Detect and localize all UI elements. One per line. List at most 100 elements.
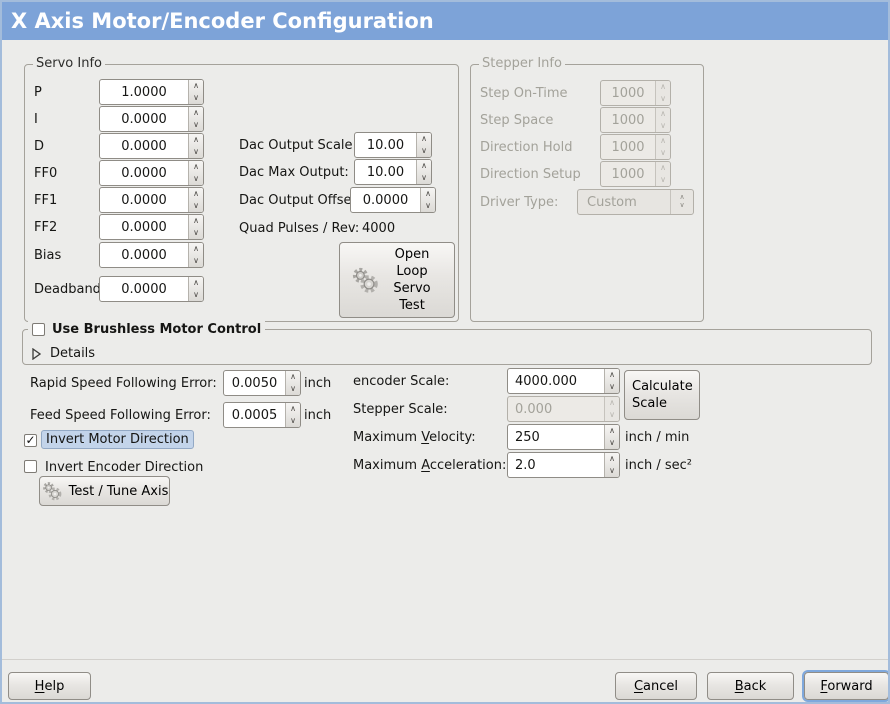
max-velocity-unit: inch / min <box>625 430 690 445</box>
spin-up-icon[interactable]: ∧ <box>193 278 199 287</box>
spin-up-icon[interactable]: ∧ <box>609 426 615 435</box>
spin-down-icon[interactable]: ∨ <box>609 466 615 475</box>
spin-buttons[interactable]: ∧∨ <box>416 160 431 184</box>
spin-down-icon[interactable]: ∨ <box>193 120 199 129</box>
use-brushless-checkbox[interactable] <box>32 323 45 336</box>
max-acceleration-spinbox[interactable]: 2.0 ∧∨ <box>507 452 620 478</box>
details-expander[interactable]: Details <box>50 346 96 361</box>
spin-buttons[interactable]: ∧∨ <box>604 425 619 449</box>
use-brushless-checkbox-row[interactable]: Use Brushless Motor Control <box>28 321 266 338</box>
spin-up-icon[interactable]: ∧ <box>193 162 199 171</box>
spin-up-icon[interactable]: ∧ <box>193 135 199 144</box>
spin-buttons[interactable]: ∧∨ <box>188 107 203 131</box>
open-loop-servo-test-button[interactable]: Open Loop Servo Test <box>339 242 455 318</box>
invert-motor-checkbox[interactable]: ✓ <box>24 434 37 447</box>
spin-down-icon[interactable]: ∨ <box>193 256 199 265</box>
spin-buttons[interactable]: ∧∨ <box>188 161 203 185</box>
servo-ff2-spinbox[interactable]: 0.0000 ∧∨ <box>99 214 204 240</box>
servo-i-spinbox[interactable]: 0.0000 ∧∨ <box>99 106 204 132</box>
direction-hold-value: 1000 <box>611 139 645 155</box>
direction-setup-value: 1000 <box>611 166 645 182</box>
spin-buttons[interactable]: ∧∨ <box>285 403 300 427</box>
help-button[interactable]: Help <box>8 672 91 700</box>
spin-down-icon[interactable]: ∨ <box>290 384 296 393</box>
back-label: Back <box>734 678 767 694</box>
checkmark-icon: ✓ <box>25 433 36 447</box>
invert-encoder-label[interactable]: Invert Encoder Direction <box>45 460 204 475</box>
footer-divider <box>2 659 888 660</box>
spin-up-icon[interactable]: ∧ <box>193 189 199 198</box>
spin-buttons[interactable]: ∧∨ <box>188 277 203 301</box>
cancel-button[interactable]: Cancel <box>615 672 697 700</box>
servo-bias-spinbox[interactable]: 0.0000 ∧∨ <box>99 242 204 268</box>
spin-up-icon: ∧ <box>609 398 615 407</box>
spin-buttons[interactable]: ∧∨ <box>285 371 300 395</box>
spin-buttons[interactable]: ∧∨ <box>188 188 203 212</box>
spin-down-icon[interactable]: ∨ <box>193 290 199 299</box>
spin-down-icon[interactable]: ∨ <box>193 228 199 237</box>
servo-p-spinbox[interactable]: 1.0000 ∧∨ <box>99 79 204 105</box>
servo-d-label: D <box>34 139 45 154</box>
spin-up-icon[interactable]: ∧ <box>193 244 199 253</box>
invert-motor-label[interactable]: Invert Motor Direction <box>41 430 194 449</box>
spin-up-icon[interactable]: ∧ <box>609 370 615 379</box>
servo-deadband-spinbox[interactable]: 0.0000 ∧∨ <box>99 276 204 302</box>
spin-down-icon[interactable]: ∨ <box>609 438 615 447</box>
expander-arrow-icon[interactable] <box>32 348 41 360</box>
calculate-scale-button[interactable]: Calculate Scale <box>624 370 700 420</box>
servo-ff0-spinbox[interactable]: 0.0000 ∧∨ <box>99 160 204 186</box>
servo-deadband-label: Deadband <box>34 282 101 297</box>
spin-down-icon[interactable]: ∨ <box>421 146 427 155</box>
servo-ff0-label: FF0 <box>34 166 58 181</box>
invert-encoder-checkbox[interactable] <box>24 460 37 473</box>
rapid-following-error-spinbox[interactable]: 0.0050 ∧∨ <box>223 370 301 396</box>
back-button[interactable]: Back <box>707 672 794 700</box>
spin-buttons[interactable]: ∧∨ <box>604 453 619 477</box>
spin-buttons[interactable]: ∧∨ <box>188 243 203 267</box>
servo-ff1-spinbox[interactable]: 0.0000 ∧∨ <box>99 187 204 213</box>
gears-icon <box>42 482 61 501</box>
spin-buttons[interactable]: ∧∨ <box>604 369 619 393</box>
spin-up-icon[interactable]: ∧ <box>421 161 427 170</box>
help-label: Help <box>34 678 65 694</box>
spin-buttons[interactable]: ∧∨ <box>188 80 203 104</box>
spin-up-icon[interactable]: ∧ <box>609 454 615 463</box>
encoder-scale-spinbox[interactable]: 4000.000 ∧∨ <box>507 368 620 394</box>
feed-following-error-spinbox[interactable]: 0.0005 ∧∨ <box>223 402 301 428</box>
spin-buttons: ∧∨ <box>655 108 670 132</box>
dac-max-output-label: Dac Max Output: <box>239 165 349 180</box>
spin-buttons[interactable]: ∧∨ <box>416 133 431 157</box>
step-space-spinbox: 1000 ∧∨ <box>600 107 671 133</box>
spin-down-icon[interactable]: ∨ <box>609 382 615 391</box>
direction-setup-spinbox: 1000 ∧∨ <box>600 161 671 187</box>
spin-down-icon[interactable]: ∨ <box>193 174 199 183</box>
dac-max-output-spinbox[interactable]: 10.00 ∧∨ <box>354 159 432 185</box>
spin-buttons[interactable]: ∧∨ <box>188 134 203 158</box>
spin-down-icon[interactable]: ∨ <box>193 201 199 210</box>
test-tune-axis-button[interactable]: Test / Tune Axis <box>39 476 170 506</box>
spin-up-icon[interactable]: ∧ <box>193 108 199 117</box>
spin-up-icon[interactable]: ∧ <box>193 81 199 90</box>
spin-buttons[interactable]: ∧∨ <box>188 215 203 239</box>
spin-down-icon[interactable]: ∨ <box>425 201 431 210</box>
max-velocity-spinbox[interactable]: 250 ∧∨ <box>507 424 620 450</box>
forward-button[interactable]: Forward <box>804 672 888 700</box>
dac-output-offset-spinbox[interactable]: 0.0000 ∧∨ <box>350 187 436 213</box>
servo-deadband-value: 0.0000 <box>121 281 167 297</box>
spin-down-icon[interactable]: ∨ <box>193 147 199 156</box>
stepper-info-legend: Stepper Info <box>479 56 565 71</box>
spin-down-icon[interactable]: ∨ <box>421 173 427 182</box>
dac-output-scale-spinbox[interactable]: 10.00 ∧∨ <box>354 132 432 158</box>
spin-up-icon[interactable]: ∧ <box>290 404 296 413</box>
driver-type-select: Custom ∧∨ <box>577 189 694 215</box>
spin-down-icon[interactable]: ∨ <box>193 93 199 102</box>
spin-up-icon[interactable]: ∧ <box>425 189 431 198</box>
stepper-scale-value: 0.000 <box>515 401 553 417</box>
spin-up-icon[interactable]: ∧ <box>193 216 199 225</box>
spin-up-icon[interactable]: ∧ <box>421 134 427 143</box>
servo-d-spinbox[interactable]: 0.0000 ∧∨ <box>99 133 204 159</box>
spin-buttons[interactable]: ∧∨ <box>420 188 435 212</box>
spin-down-icon[interactable]: ∨ <box>290 416 296 425</box>
combo-updown-icon: ∧∨ <box>670 190 693 214</box>
spin-up-icon[interactable]: ∧ <box>290 372 296 381</box>
